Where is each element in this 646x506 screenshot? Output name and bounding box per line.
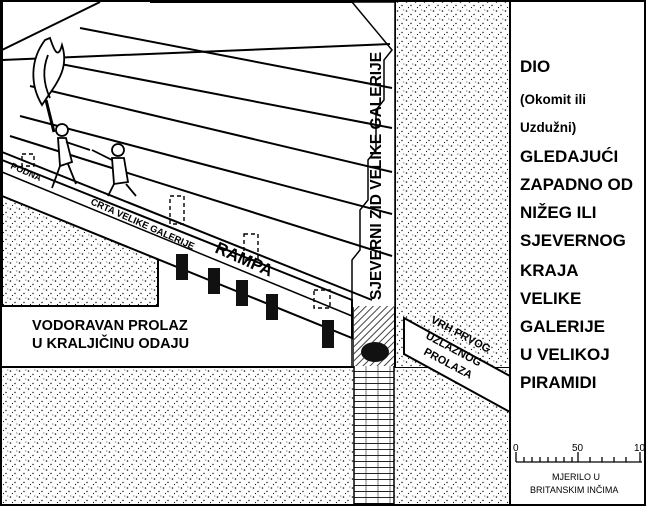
side-panel: DIO (Okomit ili Uzdužni) GLEDAJUĆI ZAPAD… (520, 57, 633, 392)
right-masonry-column (395, 2, 510, 367)
dashed-niches (21, 153, 331, 309)
panel-line3: NIŽEG ILI (520, 203, 597, 222)
ramp (1, 158, 353, 340)
passage-label-line1: VODORAVAN PROLAZ (32, 318, 188, 334)
scale-tick-0: 0 (513, 443, 519, 454)
ramp-holes (176, 254, 334, 348)
scale-caption-1: MJERILO U (552, 472, 600, 482)
torch-icon (32, 36, 66, 133)
panel-line2: ZAPADNO OD (520, 175, 633, 194)
panel-title: DIO (520, 57, 550, 76)
north-wall-label: SJEVERNI ZID VELIKE GALERIJE (368, 52, 385, 300)
scale-tick-100: 10 (634, 443, 646, 454)
ascending-passage (403, 316, 511, 414)
corbel-lines (1, 1, 393, 301)
panel-sub2: Uzdužni) (520, 120, 576, 135)
panel-line5: KRAJA (520, 261, 579, 280)
rubble-icon (361, 342, 389, 362)
scale-bar (515, 452, 642, 463)
panel-line7: GALERIJE (520, 317, 605, 336)
panel-sub1: (Okomit ili (520, 92, 586, 107)
scale-caption-2: BRITANSKIM INČIMA (530, 485, 618, 495)
scale-tick-50: 50 (572, 443, 584, 454)
panel-line1: GLEDAJUĆI (520, 147, 618, 166)
panel-line9: PIRAMIDI (520, 373, 597, 392)
panel-line4: SJEVERNOG (520, 231, 626, 250)
lower-masonry (2, 367, 510, 504)
panel-line6: VELIKE (520, 289, 581, 308)
explorer-figures-icon (51, 123, 137, 197)
panel-line8: U VELIKOJ (520, 345, 610, 364)
passage-label-line2: U KRALJIČINU ODAJU (32, 334, 189, 352)
